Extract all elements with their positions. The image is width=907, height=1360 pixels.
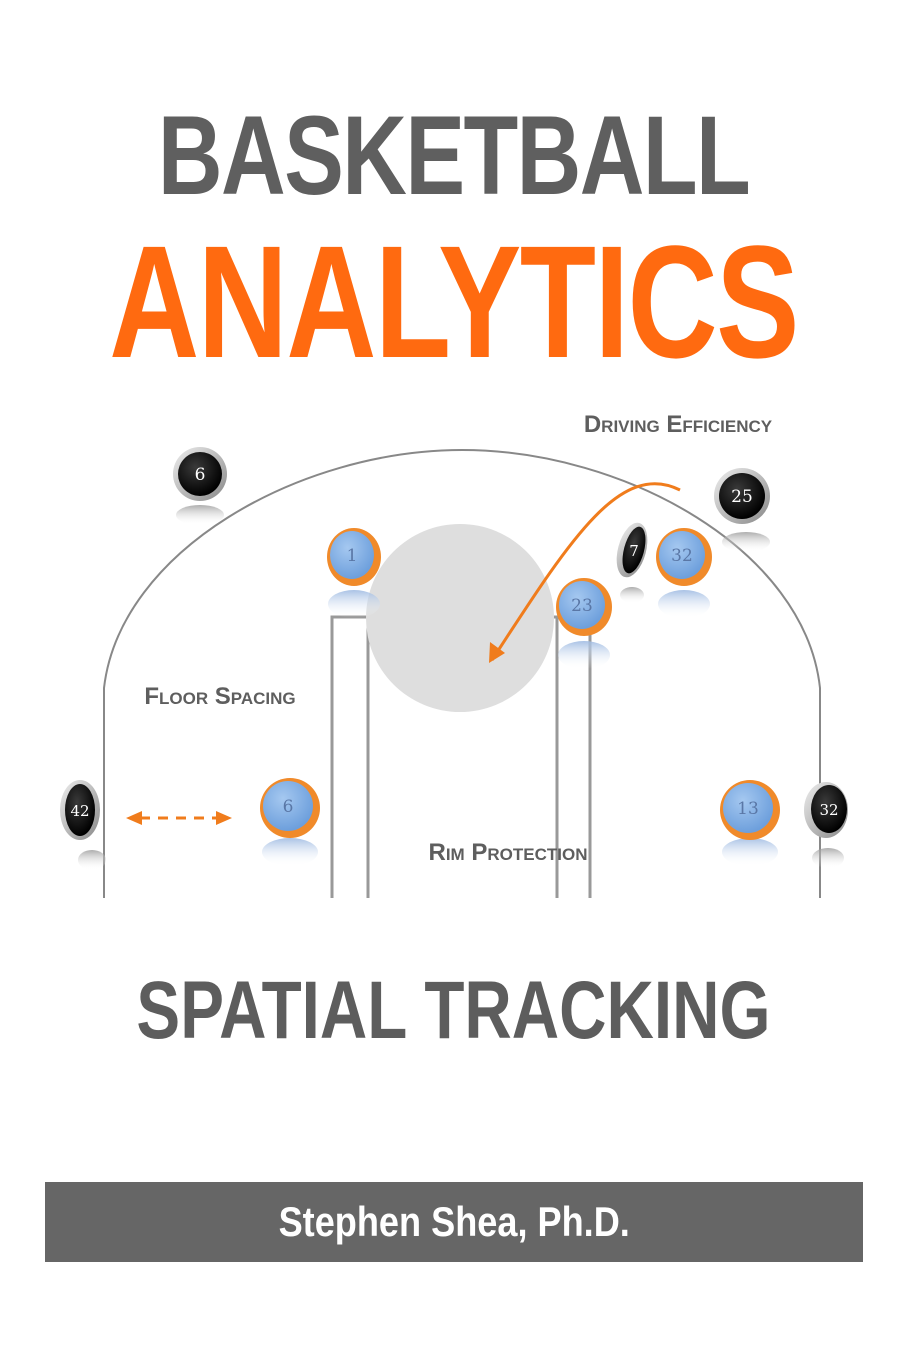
offense-player-25: 25 (714, 468, 770, 552)
defense-player-32: 32 (656, 528, 712, 618)
driving-arrow (490, 482, 681, 661)
author-name: Stephen Shea, Ph.D. (278, 1198, 630, 1245)
driving-arrowhead (489, 642, 505, 663)
offense-player-6: 6 (173, 447, 227, 525)
defense-player-6: 6 (260, 778, 320, 866)
floor-spacing-arrow (126, 811, 232, 825)
svg-text:32: 32 (819, 801, 838, 819)
subtitle-spatial-tracking: SPATIAL TRACKING (136, 965, 771, 1056)
offense-player-42: 42 (60, 780, 106, 870)
driving-efficiency-label: Driving Efficiency (584, 411, 773, 438)
svg-text:6: 6 (283, 797, 294, 817)
offense-player-7: 7 (616, 522, 648, 603)
floor-spacing-label: Floor Spacing (144, 683, 295, 710)
defense-player-13: 13 (720, 780, 780, 866)
offense-player-32: 32 (804, 782, 848, 868)
svg-text:7: 7 (629, 542, 639, 560)
three-point-line (103, 448, 821, 898)
author-bar: Stephen Shea, Ph.D. (45, 1182, 863, 1262)
svg-text:42: 42 (70, 802, 89, 820)
svg-text:23: 23 (571, 596, 593, 616)
svg-text:25: 25 (731, 487, 753, 507)
svg-text:13: 13 (737, 799, 759, 819)
svg-text:6: 6 (195, 465, 206, 485)
title-basketball: BASKETBALL (157, 93, 751, 218)
title-analytics: ANALYTICS (109, 212, 799, 391)
rim-protection-zone (366, 524, 554, 712)
defense-player-1: 1 (327, 528, 381, 618)
svg-text:32: 32 (671, 546, 693, 566)
court-diagram: Driving Efficiency Floor Spacing Rim Pro… (60, 411, 848, 898)
defense-player-23: 23 (556, 578, 612, 669)
rim-protection-label: Rim Protection (429, 839, 588, 866)
svg-text:1: 1 (347, 546, 358, 566)
